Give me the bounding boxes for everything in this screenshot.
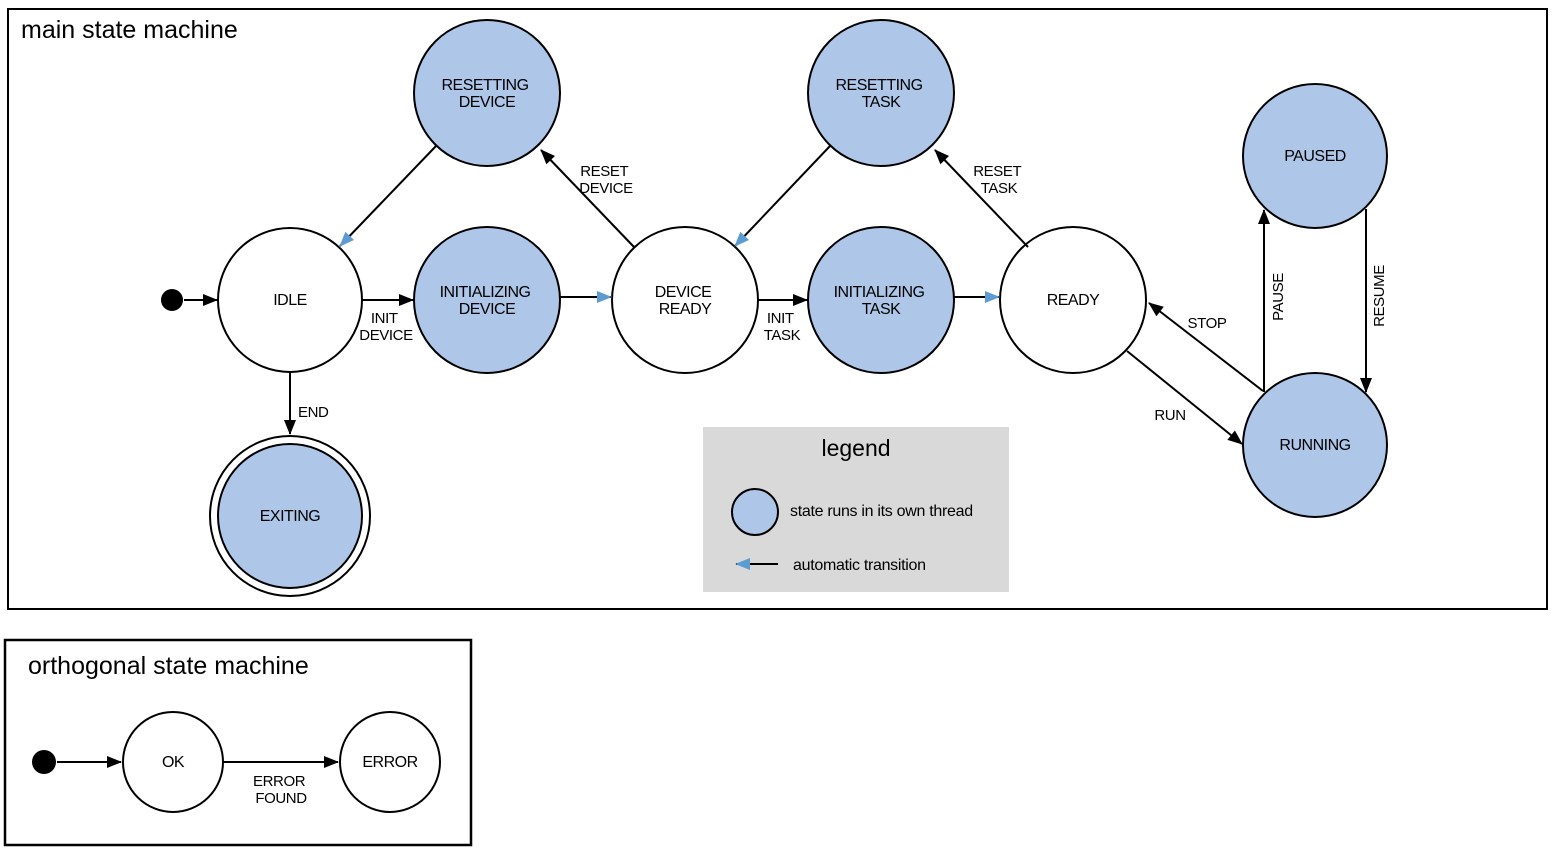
state-running-label: RUNNING — [1279, 437, 1350, 454]
transition-reset-device-label: RESET DEVICE — [579, 163, 633, 197]
legend-automatic-transition-label: automatic transition — [793, 557, 926, 574]
initial-state-dot — [161, 289, 183, 311]
orthogonal-state-machine-title: orthogonal state machine — [28, 652, 309, 680]
state-initializing-device-label: INITIALIZING DEVICE — [440, 284, 535, 318]
state-resetting-device-label: RESETTING DEVICE — [441, 77, 532, 111]
orthogonal-initial-state-dot — [32, 750, 56, 774]
legend-title: legend — [821, 435, 890, 461]
state-device-ready-label: DEVICE READY — [655, 284, 716, 318]
state-initializing-task — [807, 226, 955, 374]
transition-run-arrow — [1126, 350, 1243, 445]
transition-reset-device-arrow — [540, 149, 635, 248]
state-resetting-device — [413, 19, 561, 167]
state-exiting — [217, 443, 363, 589]
transition-stop-label: STOP — [1188, 315, 1227, 332]
transition-stop-arrow — [1148, 302, 1264, 392]
state-exiting-label: EXITING — [260, 508, 321, 525]
state-idle-label: IDLE — [273, 292, 307, 309]
transition-resetting-task-done-arrow — [734, 145, 831, 247]
main-state-machine-title: main state machine — [21, 16, 238, 44]
transition-run-label: RUN — [1154, 407, 1185, 424]
state-resetting-task-label: RESETTING TASK — [835, 77, 926, 111]
state-paused-label: PAUSED — [1284, 148, 1346, 165]
transition-reset-task-arrow — [934, 149, 1029, 248]
state-ready — [999, 226, 1147, 374]
state-running — [1242, 372, 1388, 518]
transition-error-found-label: ERROR FOUND — [253, 773, 309, 807]
state-ok-label: OK — [162, 754, 185, 771]
state-ready-label: READY — [1047, 292, 1100, 309]
state-resetting-task — [807, 19, 955, 167]
transition-pause-label: PAUSE — [1270, 273, 1287, 321]
transition-resume-label: RESUME — [1371, 265, 1388, 327]
state-error — [339, 711, 441, 813]
transition-init-task-label: INIT TASK — [764, 310, 801, 344]
legend-threaded-state-icon — [731, 488, 779, 536]
transition-reset-task-label: RESET TASK — [973, 163, 1025, 197]
legend-threaded-state-label: state runs in its own thread — [790, 503, 973, 520]
state-paused — [1242, 83, 1388, 229]
transition-resetting-device-done-arrow — [339, 145, 437, 247]
state-initializing-device — [413, 226, 561, 374]
state-error-label: ERROR — [362, 754, 417, 771]
transition-end-label: END — [298, 404, 329, 421]
state-initializing-task-label: INITIALIZING TASK — [834, 284, 929, 318]
transition-init-device-label: INIT DEVICE — [359, 310, 413, 344]
